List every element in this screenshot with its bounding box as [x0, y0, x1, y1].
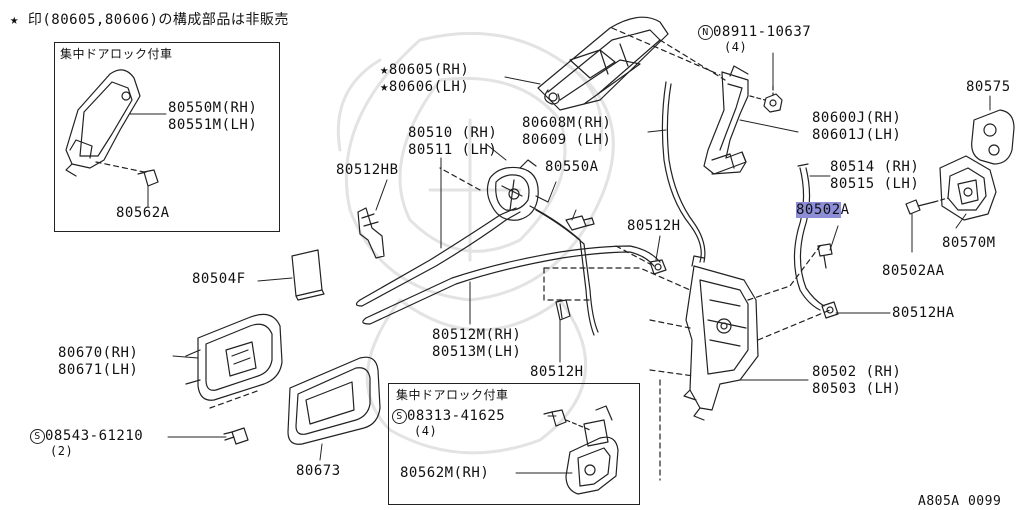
door-lock-80502: [683, 255, 759, 421]
inset-central-lock-bottom: [388, 383, 640, 505]
label-80670: 80670(RH): [58, 345, 139, 361]
label-80512h-upper: 80512H: [627, 218, 681, 234]
label-80606: ★80606(LH): [380, 79, 470, 95]
label-80512ha: 80512HA: [892, 305, 955, 321]
screw-08313: [543, 409, 567, 427]
clip-80512h-lower: [555, 299, 571, 321]
label-08313-qty: (4): [414, 424, 438, 438]
label-80671: 80671(LH): [58, 362, 139, 378]
label-80510: 80510 (RH): [408, 125, 498, 141]
label-80570m: 80570M: [942, 235, 996, 251]
rod-80514: [793, 167, 821, 311]
label-80502aa: 80502AA: [882, 263, 945, 279]
label-80562m: 80562M(RH): [400, 465, 490, 481]
bolt-80502a: [817, 243, 833, 269]
label-80608m: 80608M(RH): [522, 115, 612, 131]
label-80515: 80515 (LH): [830, 176, 920, 192]
label-08911-qty: (4): [724, 40, 748, 54]
pad-80504f: [291, 249, 325, 301]
header-note: ★ 印(80605,80606)の構成部品は非販売: [10, 12, 289, 28]
label-80609: 80609 (LH): [522, 132, 612, 148]
label-80600j: 80600J(RH): [812, 110, 902, 126]
diagram-code: A805A 0099: [918, 494, 1002, 509]
label-80503: 80503 (LH): [812, 381, 902, 397]
actuator-80550m: [65, 69, 141, 177]
inside-handle-80670: [185, 313, 283, 401]
label-80514: 80514 (RH): [830, 159, 920, 175]
label-80601j: 80601J(LH): [812, 127, 902, 143]
label-08543-number: 08543-61210: [45, 428, 144, 444]
label-08543-qty: (2): [50, 444, 74, 458]
highlighted-part-number: 80502: [796, 202, 841, 218]
s-prefix-circle-2: S: [392, 409, 407, 424]
leader-lines: [129, 52, 991, 474]
clip-80512h-upper: [649, 259, 667, 275]
label-80550a: 80550A: [545, 159, 599, 175]
label-80551m: 80551M(LH): [168, 117, 258, 133]
n-prefix-circle: N: [698, 25, 713, 40]
label-80513m: 80513M(LH): [432, 344, 522, 360]
bell-crank-80510: [486, 159, 549, 221]
label-80502: 80502 (RH): [812, 364, 902, 380]
escutcheon-80673: [287, 356, 381, 445]
label-80673: 80673: [296, 463, 341, 479]
clip-80512hb: [357, 207, 385, 259]
s-prefix-circle: S: [30, 429, 45, 444]
rods-80510: [355, 205, 661, 336]
label-80512hb: 80512HB: [336, 162, 399, 178]
label-08313-number: 08313-41625: [407, 408, 506, 424]
screw-80562a: [137, 169, 159, 187]
label-80550m: 80550M(RH): [168, 100, 258, 116]
label-80512m: 80512M(RH): [432, 327, 522, 343]
shim-80575: [971, 109, 1015, 165]
clip-80512ha: [821, 301, 839, 319]
inset-central-lock-top: [54, 42, 280, 232]
striker-80570m: [939, 155, 997, 221]
nut-08911: [763, 93, 783, 113]
label-80504f: 80504F: [192, 271, 246, 287]
label-80605: ★80605(RH): [380, 62, 470, 78]
outside-handle-80605: [537, 16, 669, 111]
rod-80608m: [661, 81, 702, 263]
label-80575: 80575: [966, 79, 1011, 95]
bolt-80550a: [565, 215, 595, 231]
label-80511: 80511 (LH): [408, 142, 498, 158]
label-80512h-lower: 80512H: [530, 364, 584, 380]
actuator-80562m: [565, 405, 619, 495]
screw-80502aa: [905, 199, 935, 215]
label-08911-number: 08911-10637: [713, 24, 812, 40]
inset-top-title: 集中ドアロック付車: [60, 47, 173, 61]
label-80502a-suffix: A: [840, 202, 850, 218]
watermark-emblem: [336, 31, 615, 455]
bracket-80600j: [703, 65, 749, 175]
screw-08543: [223, 427, 249, 445]
label-80562a: 80562A: [116, 205, 170, 221]
label-80502a: 80502A: [796, 202, 850, 218]
assembly-dashed-lines: [439, 167, 831, 481]
inset-bottom-title: 集中ドアロック付車: [396, 388, 509, 402]
